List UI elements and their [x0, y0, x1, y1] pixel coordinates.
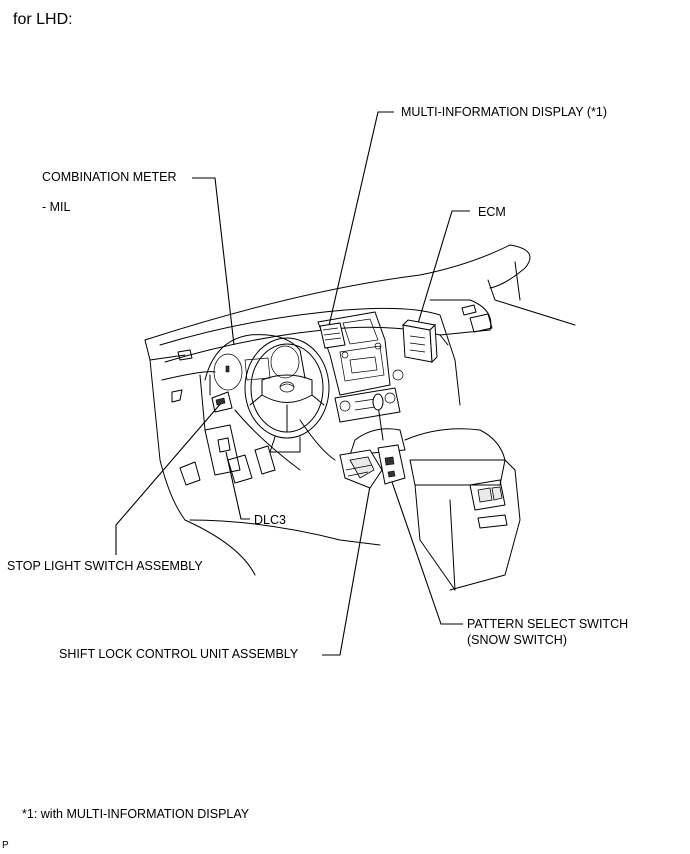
- pedals-drawing: [179, 374, 381, 546]
- label-shift-lock-control-unit: SHIFT LOCK CONTROL UNIT ASSEMBLY: [59, 647, 299, 661]
- leader-multi-information-display: [327, 111, 394, 331]
- corner-mark: P: [2, 840, 9, 851]
- steering-wheel-drawing: [244, 337, 330, 453]
- console-drawing: [349, 393, 521, 591]
- shift-lock-unit-drawing: [339, 444, 406, 489]
- ecm-drawing: [401, 319, 438, 364]
- leader-ecm: [415, 210, 470, 331]
- variant-label: for LHD:: [13, 11, 73, 28]
- label-stop-light-switch: STOP LIGHT SWITCH ASSEMBLY: [7, 559, 203, 573]
- footnote: *1: with MULTI-INFORMATION DISPLAY: [22, 807, 250, 821]
- label-dlc3: DLC3: [254, 513, 286, 527]
- combination-meter-drawing: [204, 334, 306, 391]
- label-pattern-select-switch: PATTERN SELECT SWITCH: [467, 617, 629, 631]
- center-stack-drawing: [317, 311, 404, 423]
- leader-lines: [115, 111, 470, 656]
- leader-shift-lock-control-unit: [322, 485, 371, 656]
- leader-dlc3: [225, 451, 250, 520]
- body-outline: [144, 244, 576, 576]
- leader-stop-light-switch: [115, 401, 223, 555]
- leader-pattern-select-switch: [391, 481, 463, 625]
- label-combination-meter: COMBINATION METER: [42, 170, 177, 184]
- label-multi-information-display: MULTI-INFORMATION DISPLAY (*1): [401, 105, 608, 119]
- label-ecm: ECM: [478, 205, 506, 219]
- label-mil: - MIL: [42, 200, 71, 214]
- label-snow-switch: (SNOW SWITCH): [467, 633, 567, 647]
- leader-combination-meter: [192, 177, 235, 346]
